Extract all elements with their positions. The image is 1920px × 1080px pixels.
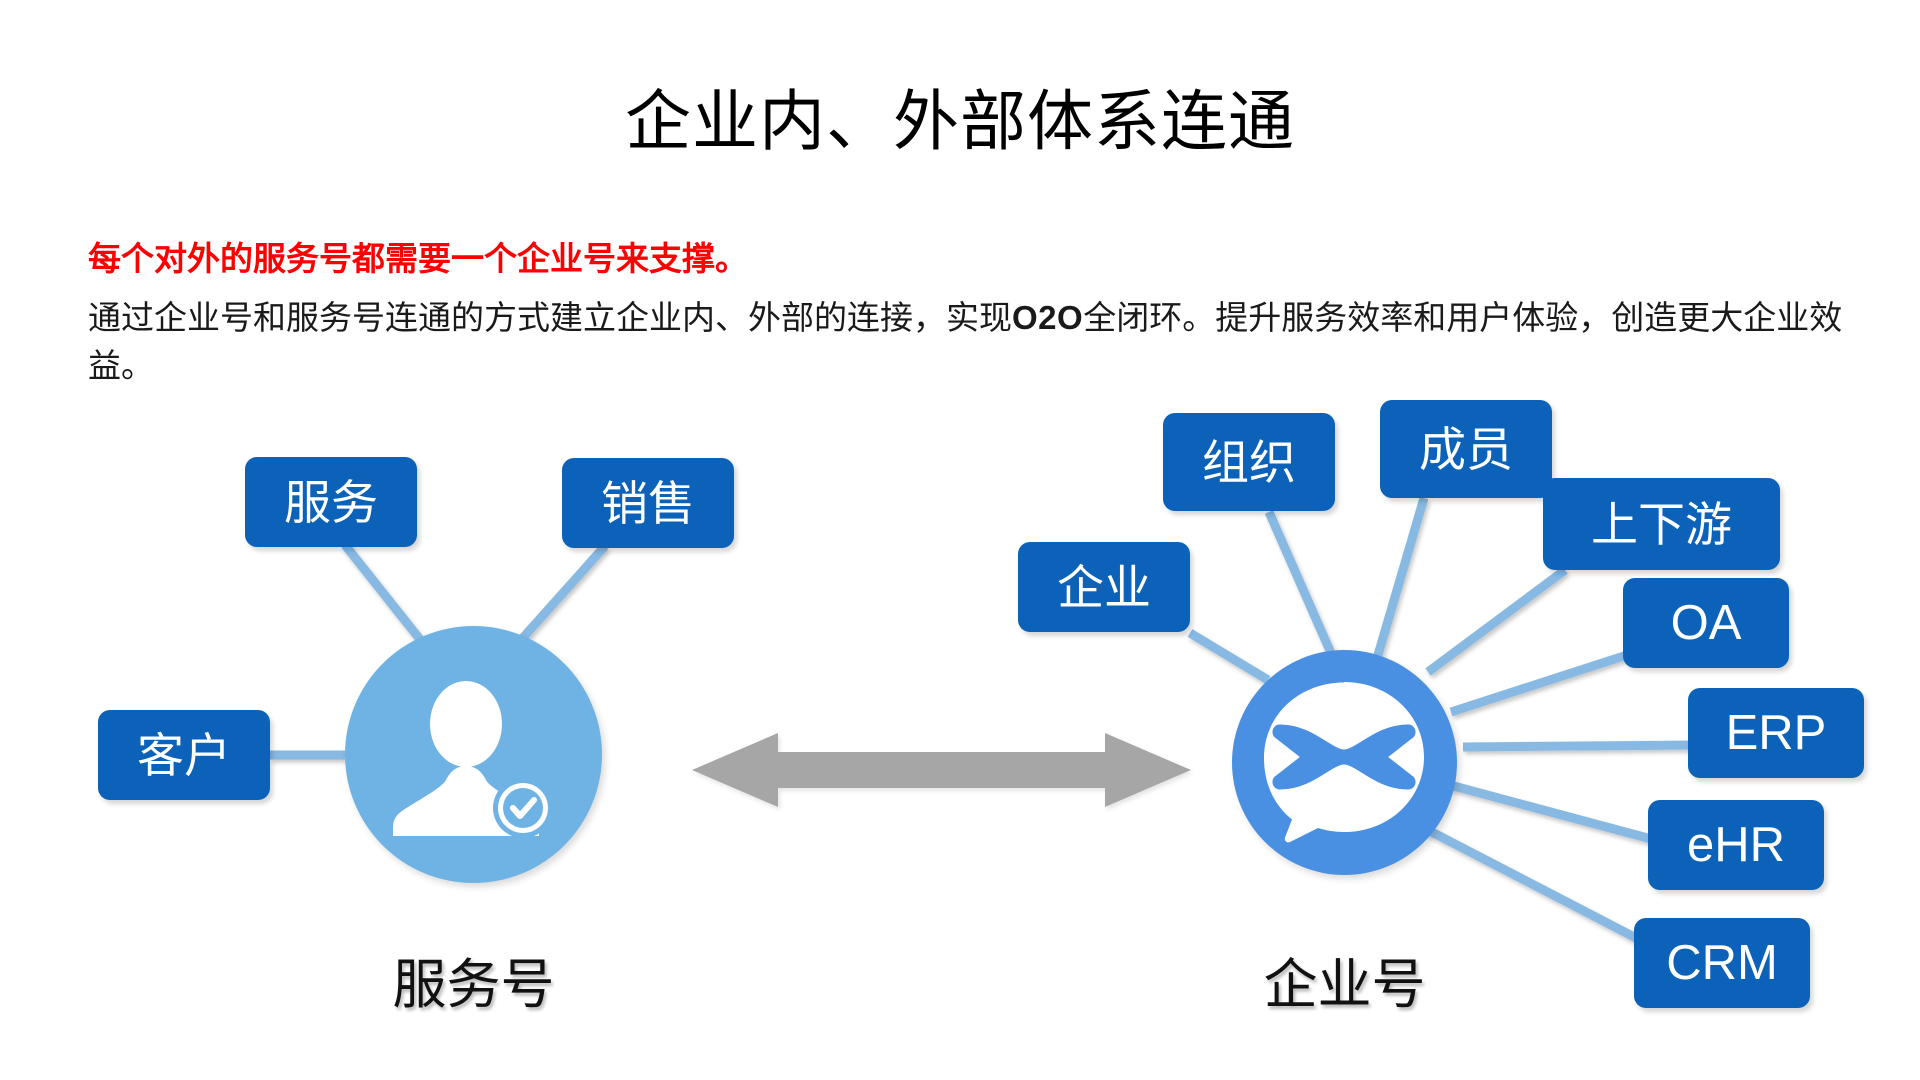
wecom-logo-icon	[1264, 682, 1424, 843]
badge-organization-label: 组织	[1202, 435, 1296, 489]
badge-customer[interactable]: 客户	[98, 710, 270, 800]
badge-enterprise-label: 企业	[1057, 560, 1151, 614]
badge-crm-label: CRM	[1666, 935, 1778, 990]
badge-erp-label: ERP	[1725, 705, 1827, 760]
connector-member	[1373, 496, 1429, 657]
badge-service-label: 服务	[284, 475, 378, 529]
connector-erp	[1462, 740, 1695, 752]
body-text-emphasis-o2o: O2O	[1012, 299, 1084, 336]
connector-organization	[1264, 510, 1339, 662]
badge-ehr[interactable]: eHR	[1648, 800, 1824, 890]
badge-ehr-label: eHR	[1686, 817, 1786, 872]
lead-emphasis-text: 每个对外的服务号都需要一个企业号来支撑。	[88, 242, 748, 278]
badge-crm[interactable]: CRM	[1634, 918, 1810, 1008]
badge-member-label: 成员	[1419, 422, 1513, 476]
body-text-part-2: 全闭环。提升服务效率和用户体验，创造更大企业效益。	[88, 301, 1843, 385]
badge-sales-label: 销售	[601, 476, 695, 530]
badge-supply-chain[interactable]: 上下游	[1543, 478, 1780, 570]
badge-organization[interactable]: 组织	[1163, 413, 1335, 511]
badge-enterprise[interactable]: 企业	[1018, 542, 1190, 632]
service-account-circle	[345, 626, 602, 883]
connector-oa	[1449, 650, 1629, 717]
body-paragraph: 通过企业号和服务号连通的方式建立企业内、外部的连接，实现O2O全闭环。提升服务效…	[88, 294, 1878, 391]
badge-oa[interactable]: OA	[1623, 578, 1789, 668]
badge-sales[interactable]: 销售	[562, 458, 734, 548]
page-title: 企业内、外部体系连通	[625, 84, 1295, 158]
verified-user-icon	[393, 681, 553, 838]
work-account-circle	[1232, 650, 1457, 875]
caption-work-account: 企业号	[1263, 955, 1426, 1015]
connector-ehr	[1448, 780, 1657, 845]
double-arrow-icon	[692, 733, 1191, 807]
badge-service[interactable]: 服务	[245, 457, 417, 547]
caption-service-account: 服务号	[392, 955, 555, 1015]
badge-erp[interactable]: ERP	[1688, 688, 1864, 778]
badge-member[interactable]: 成员	[1380, 400, 1552, 498]
badge-customer-label: 客户	[137, 728, 231, 782]
badge-supply-chain-label: 上下游	[1591, 497, 1732, 551]
body-text-part-1: 通过企业号和服务号连通的方式建立企业内、外部的连接，实现	[88, 301, 1012, 337]
badge-oa-label: OA	[1670, 595, 1742, 650]
